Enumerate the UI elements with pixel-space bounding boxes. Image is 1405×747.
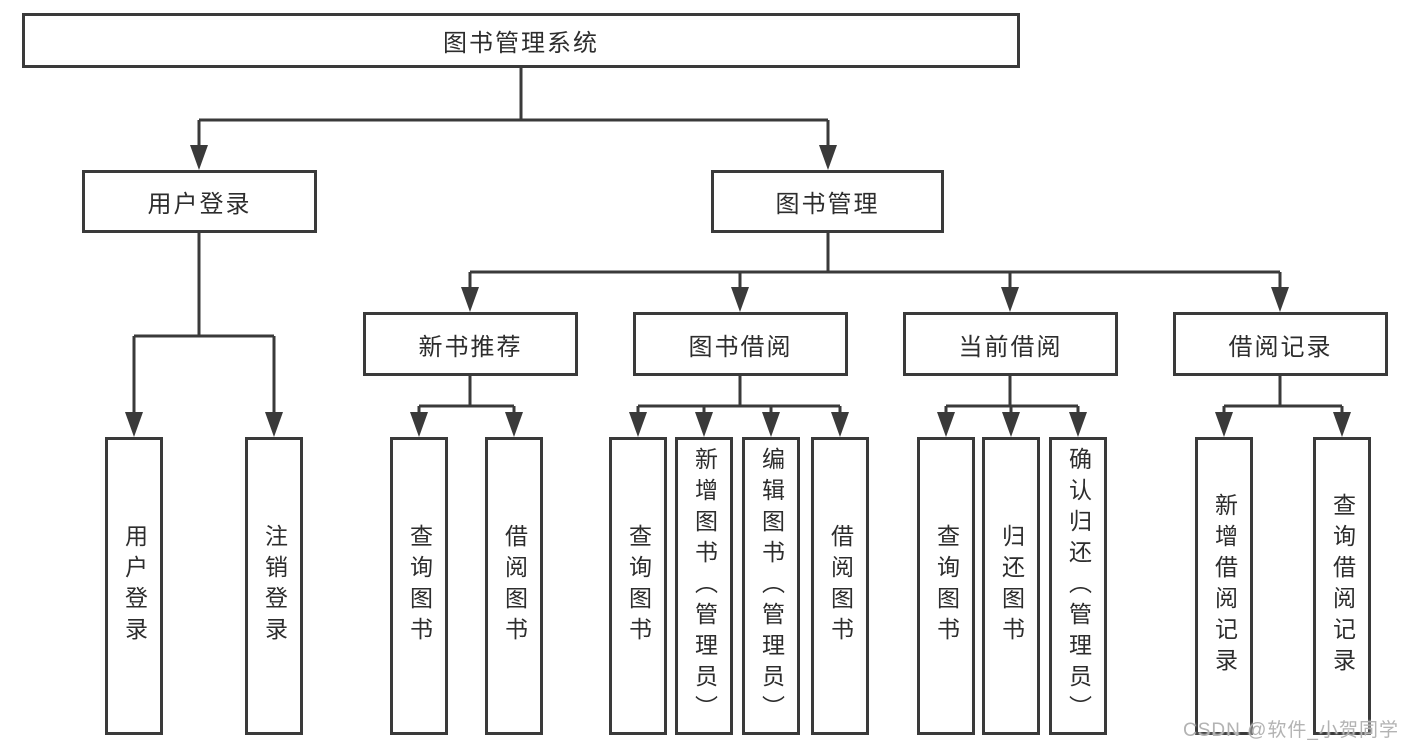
leaf-user-login-label: 用户登录 [121,524,148,648]
leaf-edit-books-admin: 编辑图书（管理员） [742,437,800,735]
node-current-borrow-label: 当前借阅 [958,333,1063,361]
leaf-query-borrow-record-label: 查询借阅记录 [1329,493,1356,679]
node-user-login: 用户登录 [82,170,317,233]
node-book-management: 图书管理 [711,170,944,233]
node-book-management-label: 图书管理 [775,191,880,218]
connector-book-management-children [461,233,1289,312]
leaf-borrow-books-recommend: 借阅图书 [485,437,543,735]
leaf-return-books-label: 归还图书 [998,524,1025,648]
leaf-confirm-return-admin: 确认归还（管理员） [1049,437,1107,735]
leaf-query-books-recommend: 查询图书 [390,437,448,735]
node-user-login-label: 用户登录 [147,191,252,218]
leaf-query-books-current-label: 查询图书 [933,524,960,648]
leaf-user-login: 用户登录 [105,437,163,735]
leaf-add-books-admin: 新增图书（管理员） [675,437,733,735]
leaf-confirm-return-admin-label: 确认归还（管理员） [1065,446,1092,726]
node-root-label: 图书管理系统 [443,30,599,57]
leaf-borrow-books-borrow-label: 借阅图书 [827,524,854,648]
connector-user-login-children [125,233,283,437]
leaf-return-books: 归还图书 [982,437,1040,735]
leaf-logout: 注销登录 [245,437,303,735]
leaf-logout-label: 注销登录 [261,524,288,648]
leaf-edit-books-admin-label: 编辑图书（管理员） [758,446,785,726]
leaf-borrow-books-borrow: 借阅图书 [811,437,869,735]
leaf-borrow-books-recommend-label: 借阅图书 [501,524,528,648]
connector-borrow-records-children [1215,376,1351,437]
connector-root-to-level2 [190,68,837,170]
connector-current-borrow-children [937,376,1087,437]
connector-book-borrow-children [629,376,849,437]
connector-new-book-recommend-children [410,376,523,437]
watermark: CSDN @软件_小贺同学 [1183,720,1399,741]
leaf-add-borrow-record-label: 新增借阅记录 [1211,493,1238,679]
node-book-borrow: 图书借阅 [633,312,848,376]
node-current-borrow: 当前借阅 [903,312,1118,376]
leaf-query-books-borrow-label: 查询图书 [625,524,652,648]
node-borrow-records-label: 借阅记录 [1228,333,1333,361]
node-book-borrow-label: 图书借阅 [688,333,793,361]
leaf-query-books-current: 查询图书 [917,437,975,735]
leaf-add-books-admin-label: 新增图书（管理员） [691,446,718,726]
leaf-query-books-recommend-label: 查询图书 [406,524,433,648]
leaf-query-borrow-record: 查询借阅记录 [1313,437,1371,735]
leaf-query-books-borrow: 查询图书 [609,437,667,735]
node-borrow-records: 借阅记录 [1173,312,1388,376]
leaf-add-borrow-record: 新增借阅记录 [1195,437,1253,735]
node-root: 图书管理系统 [22,13,1020,68]
node-new-book-recommend-label: 新书推荐 [418,333,523,361]
node-new-book-recommend: 新书推荐 [363,312,578,376]
